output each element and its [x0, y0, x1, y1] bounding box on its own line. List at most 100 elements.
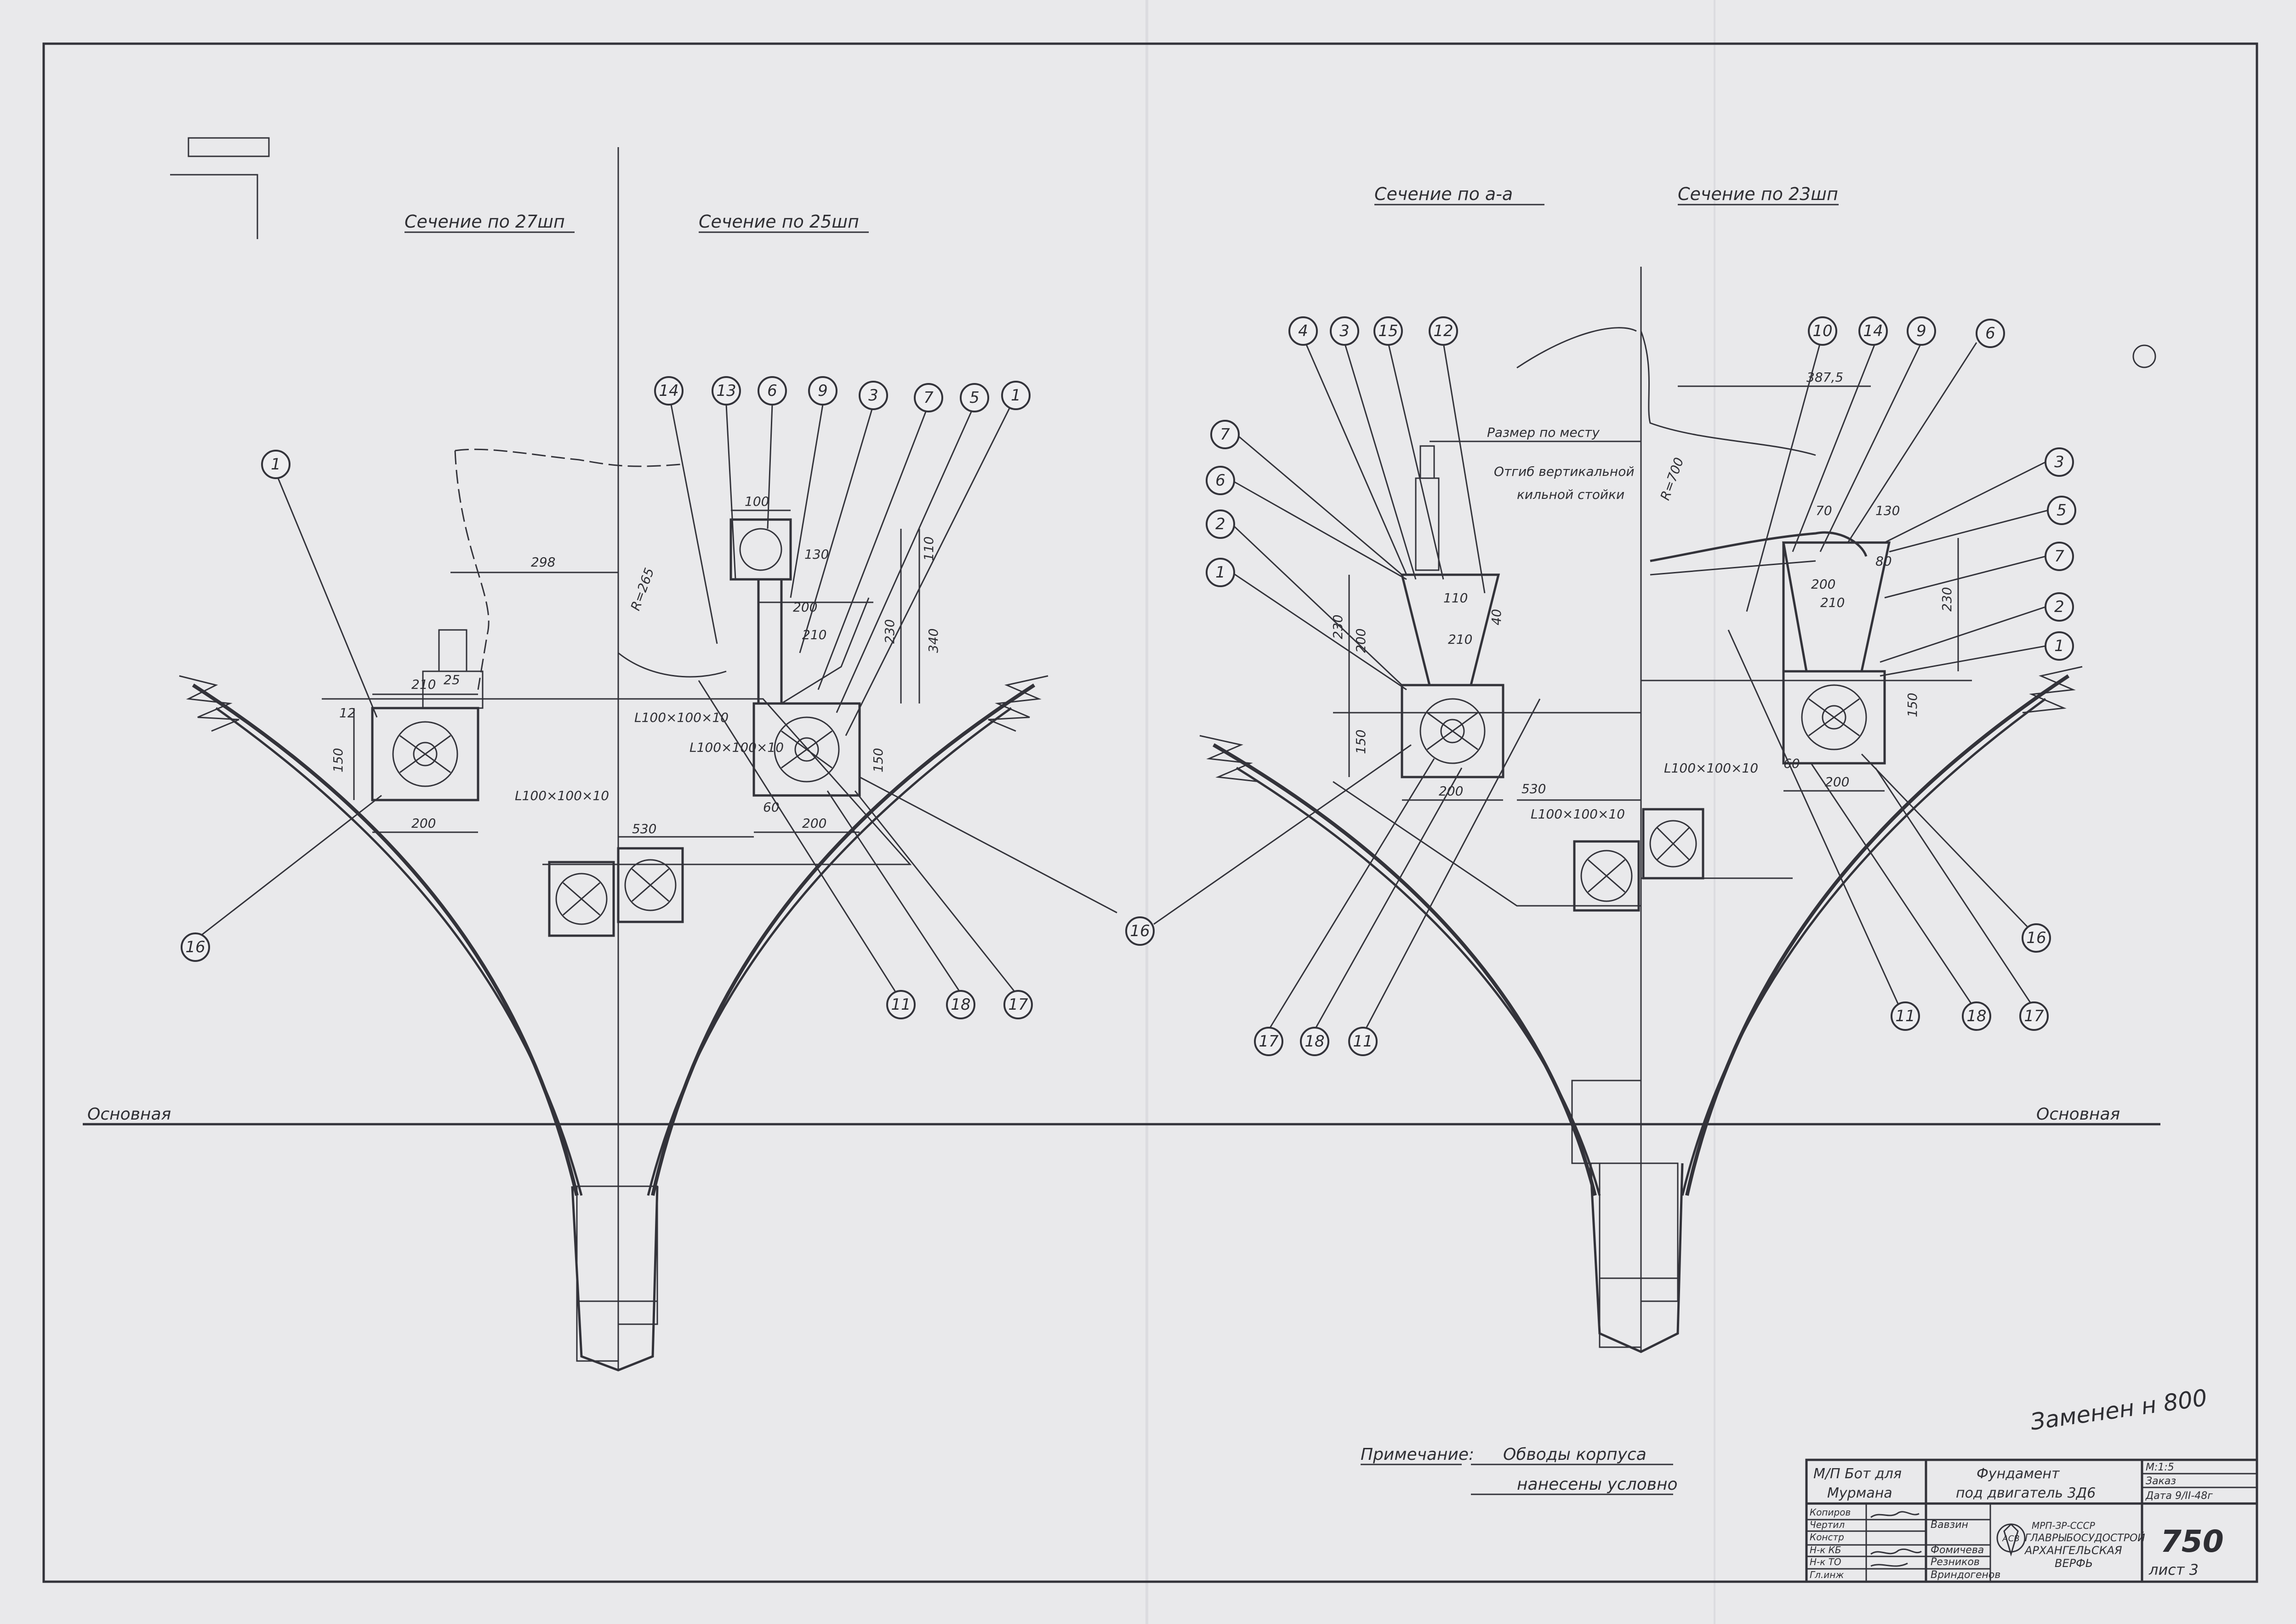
- frame-angle-box-25: [729, 518, 873, 797]
- callout-18: 18: [951, 995, 970, 1014]
- offset-note-2: кильной стойки: [1517, 487, 1624, 502]
- angle-label-e: L100×100×10: [1664, 761, 1758, 776]
- pencil-mark: [2132, 344, 2156, 368]
- tb-title-2: под двигатель 3Д6: [1956, 1485, 2096, 1501]
- callout-18b: 18: [1305, 1032, 1324, 1051]
- callout-9b: 9: [1916, 322, 1926, 340]
- callout-16b: 16: [1130, 922, 1150, 940]
- callout-3: 3: [868, 386, 878, 405]
- section-title-27: Сечение по 27шп: [405, 212, 565, 232]
- dim-150c: 150: [1353, 730, 1368, 754]
- dim-80: 80: [1875, 554, 1892, 569]
- callout-11: 11: [891, 995, 911, 1014]
- callout-1d: 1: [2054, 637, 2064, 655]
- baseline-label-left: Основная: [87, 1105, 171, 1124]
- callout-6b: 6: [1215, 471, 1225, 490]
- callout-13: 13: [716, 382, 736, 400]
- frame-angle-box-23: [1782, 541, 1891, 765]
- callout-18c: 18: [1966, 1007, 1986, 1025]
- tb-role-3: Констр: [1810, 1532, 1844, 1543]
- tb-name-2: Фомичева: [1931, 1544, 1984, 1556]
- callout-5b: 5: [2057, 501, 2067, 520]
- callout-1: 1: [271, 455, 281, 474]
- callout-1b: 1: [1011, 386, 1021, 405]
- dim-150b: 150: [871, 748, 886, 772]
- callout-16: 16: [185, 938, 205, 956]
- angle-label-a: L100×100×10: [515, 788, 609, 803]
- tb-org-1: МРП-ЗР-СССР: [2032, 1520, 2096, 1531]
- dim-110: 110: [921, 537, 936, 561]
- callout-7: 7: [923, 389, 934, 407]
- replaced-note: Заменен н 800: [2029, 1384, 2209, 1435]
- signature: [1870, 1511, 1920, 1518]
- callout-16c: 16: [2026, 929, 2046, 947]
- dim-130: 130: [804, 547, 829, 562]
- tb-date: Дата 9/II-48г: [2145, 1490, 2213, 1502]
- callout-7c: 7: [2054, 547, 2064, 566]
- callout-11c: 11: [1895, 1007, 1915, 1025]
- dimensions-left: 298 210 25 150 12 200 L100×100×10 L100×1…: [330, 494, 941, 838]
- dim-40: 40: [1489, 609, 1504, 625]
- tb-project-2: Мурмана: [1827, 1485, 1892, 1501]
- callout-11b: 11: [1353, 1032, 1373, 1051]
- section-title-25: Сечение по 25шп: [699, 212, 859, 232]
- tb-name-1: Вавзин: [1931, 1519, 1968, 1531]
- tb-org-4: ВЕРФЬ: [2055, 1557, 2093, 1570]
- callouts-s23-bottom: 16 11 18 17: [1727, 629, 2051, 1031]
- tb-title-1: Фундамент: [1977, 1466, 2060, 1482]
- baseline-label-right: Основная: [2036, 1105, 2120, 1124]
- dim-230c: 230: [1939, 587, 1954, 612]
- dim-530: 530: [632, 821, 656, 836]
- callouts-s23-side: 3 5 7 2 1: [1880, 447, 2076, 677]
- callout-10: 10: [1812, 322, 1832, 340]
- dim-110b: 110: [1443, 590, 1468, 606]
- radius-265: R=265: [628, 566, 657, 613]
- tb-project-1: М/П Бот для: [1813, 1466, 1902, 1482]
- callouts-left-bottom: 11 18 17: [698, 680, 1033, 1019]
- dim-298: 298: [531, 555, 555, 570]
- callouts-s23-top: 10 14 9 6: [1746, 316, 2005, 612]
- frame-angle-box-aa: [1400, 445, 1504, 778]
- frame-angle-box-27: [371, 629, 484, 801]
- dim-100: 100: [745, 494, 769, 509]
- dim-25: 25: [444, 672, 460, 687]
- dim-200: 200: [411, 816, 436, 831]
- callout-2: 2: [1215, 515, 1225, 533]
- engine-outline-right: [1516, 327, 1637, 369]
- tb-role-6: Гл.инж: [1810, 1569, 1844, 1580]
- lower-angle-boxes-right: [1573, 808, 1704, 912]
- note-line-1: Обводы корпуса: [1503, 1445, 1647, 1464]
- radius-700: R=700: [1658, 456, 1687, 503]
- tb-org-3: АРХАНГЕЛЬСКАЯ: [2024, 1544, 2122, 1557]
- tb-role-5: Н-к ТО: [1810, 1556, 1841, 1567]
- callout-15: 15: [1378, 322, 1398, 340]
- callouts-aa-bottom: 17 18 11: [1254, 698, 1541, 1056]
- dim-210c: 210: [1448, 632, 1472, 647]
- drawing-frame: [42, 42, 2258, 1583]
- hull-left: [179, 675, 1048, 1372]
- angle-label-c: L100×100×10: [634, 710, 729, 725]
- dim-200f: 200: [1811, 577, 1835, 592]
- callout-4: 4: [1298, 322, 1308, 340]
- dimensions-right: Размер по месту Отгиб вертикальной кильн…: [1330, 370, 1959, 822]
- section-title-23: Сечение по 23шп: [1678, 184, 1838, 204]
- dim-200g: 200: [1825, 774, 1849, 789]
- callout-mid: 16: [859, 744, 1412, 946]
- tb-org-2: ГЛАВРЫБОСУДОСТРОЙ: [2025, 1532, 2145, 1544]
- tb-role-4: Н-к КБ: [1810, 1544, 1841, 1555]
- section-title-aa: Сечение по а-а: [1374, 184, 1513, 204]
- lower-angle-boxes-left: [548, 847, 684, 937]
- signature: [1870, 1548, 1922, 1555]
- dim-530b: 530: [1521, 781, 1546, 796]
- offset-note-1: Отгиб вертикальной: [1494, 464, 1635, 479]
- dim-150d: 150: [1905, 693, 1920, 717]
- callout-9: 9: [818, 382, 828, 400]
- callouts-aa-top: 4 3 15 12: [1288, 316, 1486, 594]
- dim-340: 340: [926, 629, 941, 653]
- callout-1c: 1: [1215, 563, 1225, 582]
- tb-name-3: Резников: [1931, 1556, 1980, 1568]
- signature: [1870, 1562, 1908, 1567]
- hull-right: [1199, 666, 2083, 1353]
- callout-3c: 3: [2054, 453, 2064, 471]
